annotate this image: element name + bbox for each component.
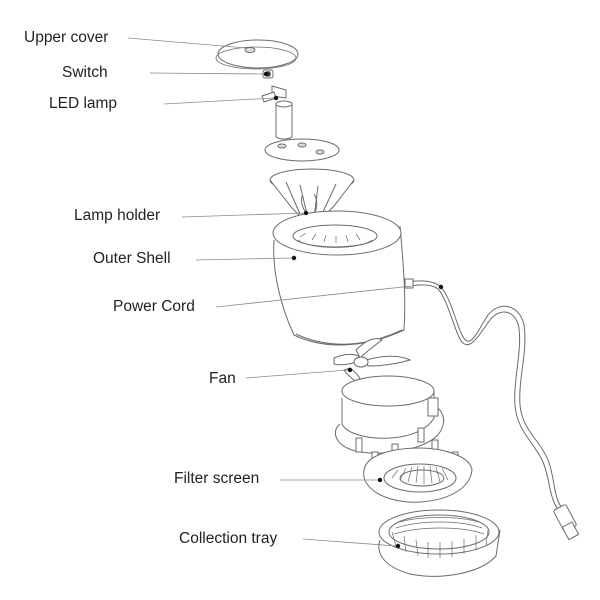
label-led-lamp: LED lamp xyxy=(49,95,118,112)
label-outer-shell: Outer Shell xyxy=(93,250,171,267)
label-lamp-holder: Lamp holder xyxy=(74,207,161,224)
outer-shell-drawing xyxy=(272,210,406,346)
lamp-plate-drawing xyxy=(264,138,340,162)
label-filter-screen: Filter screen xyxy=(174,470,260,487)
fan-housing-drawing xyxy=(335,375,445,454)
leader-dots xyxy=(263,71,444,549)
label-power-cord: Power Cord xyxy=(113,298,195,315)
label-switch: Switch xyxy=(62,64,108,81)
label-fan: Fan xyxy=(209,370,236,387)
upper-cover-drawing xyxy=(215,39,299,70)
leader-lines xyxy=(127,37,413,547)
label-upper-cover: Upper cover xyxy=(24,29,109,46)
collection-tray-drawing xyxy=(378,509,501,577)
filter-screen-drawing xyxy=(363,439,473,503)
label-collection-tray: Collection tray xyxy=(179,530,278,547)
fan-drawing xyxy=(333,337,412,385)
led-lamp-drawing xyxy=(261,85,293,140)
power-cord-drawing xyxy=(404,278,580,541)
